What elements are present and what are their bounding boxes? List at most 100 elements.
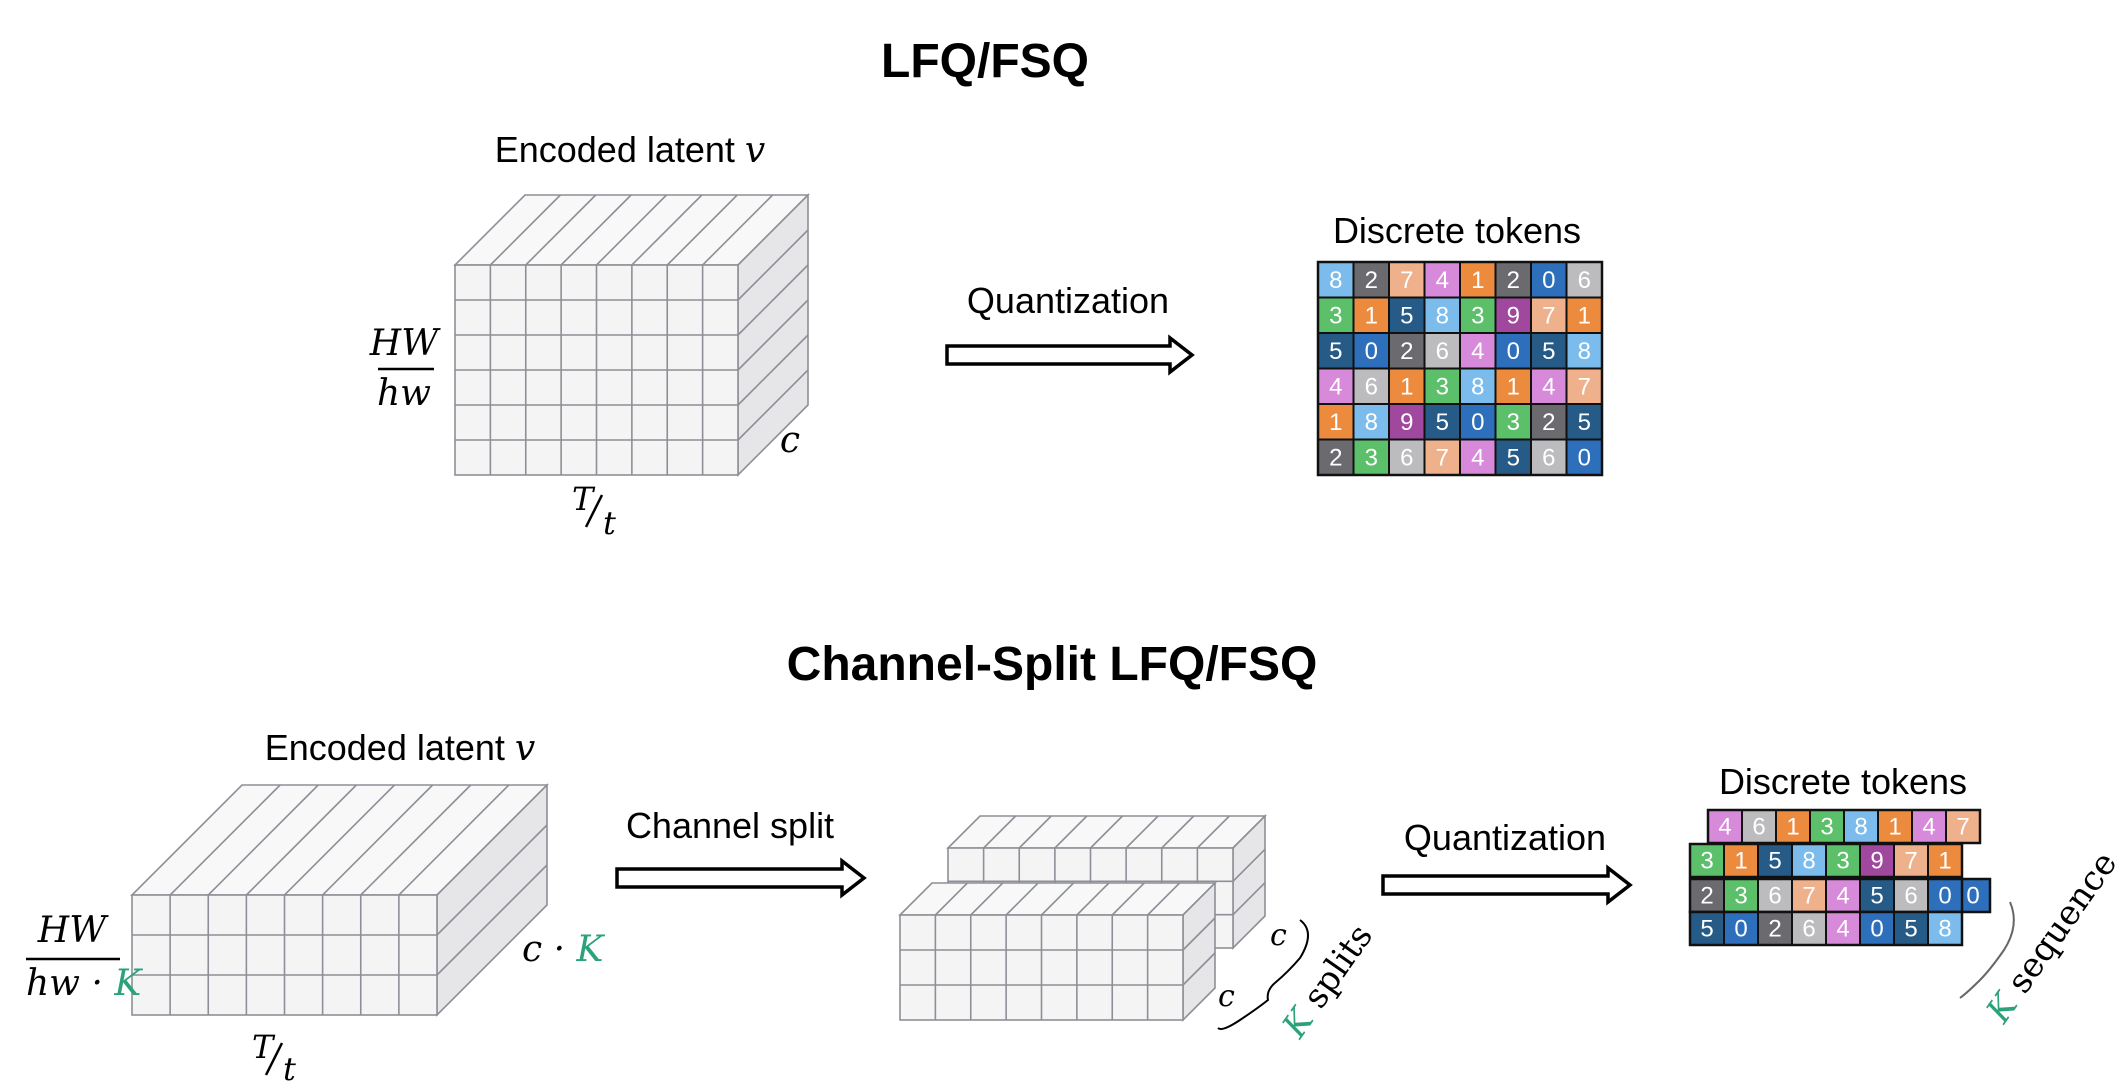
split-back-top-line	[1161, 815, 1195, 849]
top-token-cell	[1388, 438, 1426, 476]
top-cube-side-line	[737, 369, 809, 441]
token-layer-4-value: 0	[1734, 916, 1747, 943]
token-layer-3-value: 2	[1700, 883, 1713, 910]
split-back-top-line	[1196, 815, 1230, 849]
top-latent-cube	[453, 193, 810, 477]
top-token-value: 3	[1365, 444, 1378, 471]
splits-brace	[1217, 919, 1309, 1030]
token-layer-4-border	[1688, 910, 1964, 947]
top-token-value: 3	[1471, 302, 1484, 329]
bottom-time-numerator: T	[252, 1028, 276, 1066]
bottom-time-fraction: T t	[252, 1028, 296, 1082]
top-token-value: 0	[1471, 409, 1484, 436]
bottom-cube-top-line	[207, 784, 319, 896]
token-layer-1-value: 1	[1888, 814, 1901, 841]
top-title: LFQ/FSQ	[881, 35, 1089, 88]
top-depth-label: c	[780, 420, 800, 461]
top-cube-top-line	[631, 194, 703, 266]
top-token-value: 0	[1542, 267, 1555, 294]
sequence-label: K sequence	[1978, 845, 2125, 1031]
top-quantization-arrow	[945, 334, 1195, 376]
top-time-slash	[584, 494, 604, 528]
channel-split-label: Channel split	[626, 805, 834, 846]
top-token-value: 0	[1578, 444, 1591, 471]
top-token-value: 5	[1329, 338, 1342, 365]
top-cube-side-line	[737, 264, 809, 336]
top-token-value: 4	[1471, 338, 1484, 365]
token-layer-3-cell	[1859, 878, 1895, 913]
split-back-top-line	[1018, 815, 1052, 849]
top-token-value: 2	[1507, 267, 1520, 294]
token-layer-1-value: 6	[1752, 814, 1765, 841]
token-layer-1-value: 1	[1786, 814, 1799, 841]
top-time-fraction: T t	[572, 480, 616, 542]
bottom-height-numerator: HW	[37, 910, 109, 951]
top-token-value: 2	[1400, 338, 1413, 365]
top-cube-top-line	[702, 194, 774, 266]
split-back-top-line	[1125, 815, 1159, 849]
split-front-top-line	[1005, 882, 1039, 916]
token-layer-2-value: 3	[1700, 848, 1713, 875]
split-depth-back-label: c	[1270, 918, 1287, 953]
bottom-arrow-label: Quantization	[1404, 817, 1606, 858]
top-time-numerator: T	[572, 480, 596, 518]
top-token-cell	[1388, 296, 1426, 334]
bottom-cube-top-line	[283, 784, 396, 896]
top-token-value: 6	[1365, 373, 1378, 400]
top-token-value: 7	[1542, 302, 1555, 329]
token-layer-3-value: 3	[1734, 883, 1747, 910]
split-front-top-line	[934, 882, 968, 916]
bottom-latent-cube	[130, 783, 549, 1017]
top-token-value: 5	[1542, 338, 1555, 365]
top-token-value: 1	[1578, 302, 1591, 329]
token-layer-1-value: 8	[1854, 814, 1867, 841]
split-front-top-line	[1111, 882, 1145, 916]
top-token-value: 5	[1507, 444, 1520, 471]
token-layer-2-value: 7	[1904, 848, 1917, 875]
token-layer-1-value: 7	[1956, 814, 1969, 841]
top-token-value: 3	[1329, 302, 1342, 329]
top-token-cell	[1423, 403, 1461, 441]
token-layer-1-cell	[1945, 809, 1981, 844]
top-token-border	[1316, 260, 1604, 477]
top-token-value: 8	[1436, 302, 1449, 329]
bottom-cube-top-line	[322, 784, 434, 896]
top-cube-top-line	[666, 194, 738, 266]
token-layer-2-value: 9	[1870, 848, 1883, 875]
top-cube-side-line	[737, 229, 809, 301]
top-token-value: 6	[1578, 267, 1591, 294]
sequence-brace	[1959, 901, 2015, 999]
token-layer-1-cell	[1843, 809, 1879, 844]
split-depth-front-label: c	[1218, 979, 1235, 1014]
top-token-value: 7	[1436, 444, 1449, 471]
top-cube-top-line	[560, 194, 632, 266]
token-layer-4-value: 5	[1904, 916, 1917, 943]
token-layer-3-value: 6	[1768, 883, 1781, 910]
top-token-value: 0	[1365, 338, 1378, 365]
token-layer-1-value: 4	[1718, 814, 1731, 841]
top-token-cell	[1388, 367, 1426, 405]
top-token-value: 5	[1436, 409, 1449, 436]
top-token-value: 2	[1365, 267, 1378, 294]
bottom-cube-top-line	[398, 784, 510, 896]
top-token-value: 4	[1542, 373, 1555, 400]
bottom-cube-top-line	[169, 784, 281, 896]
top-cube-top-line	[525, 194, 597, 266]
split-front-top-line	[1040, 882, 1075, 916]
token-layer-4-value: 5	[1700, 916, 1713, 943]
split-back-top-line	[1089, 815, 1124, 849]
top-cube-side-line	[737, 299, 809, 371]
token-layer-2-value: 8	[1802, 848, 1815, 875]
split-back-side-line	[1232, 882, 1266, 916]
split-front-top-line	[970, 882, 1004, 916]
top-token-value: 4	[1471, 444, 1484, 471]
top-token-value: 0	[1507, 338, 1520, 365]
bottom-cube-side-line	[436, 824, 548, 936]
token-layer-3-value: 0	[1938, 883, 1951, 910]
top-token-value: 5	[1578, 409, 1591, 436]
token-layer-3-value: 4	[1836, 883, 1849, 910]
top-token-value: 3	[1436, 373, 1449, 400]
token-layer-4-value: 6	[1802, 916, 1815, 943]
